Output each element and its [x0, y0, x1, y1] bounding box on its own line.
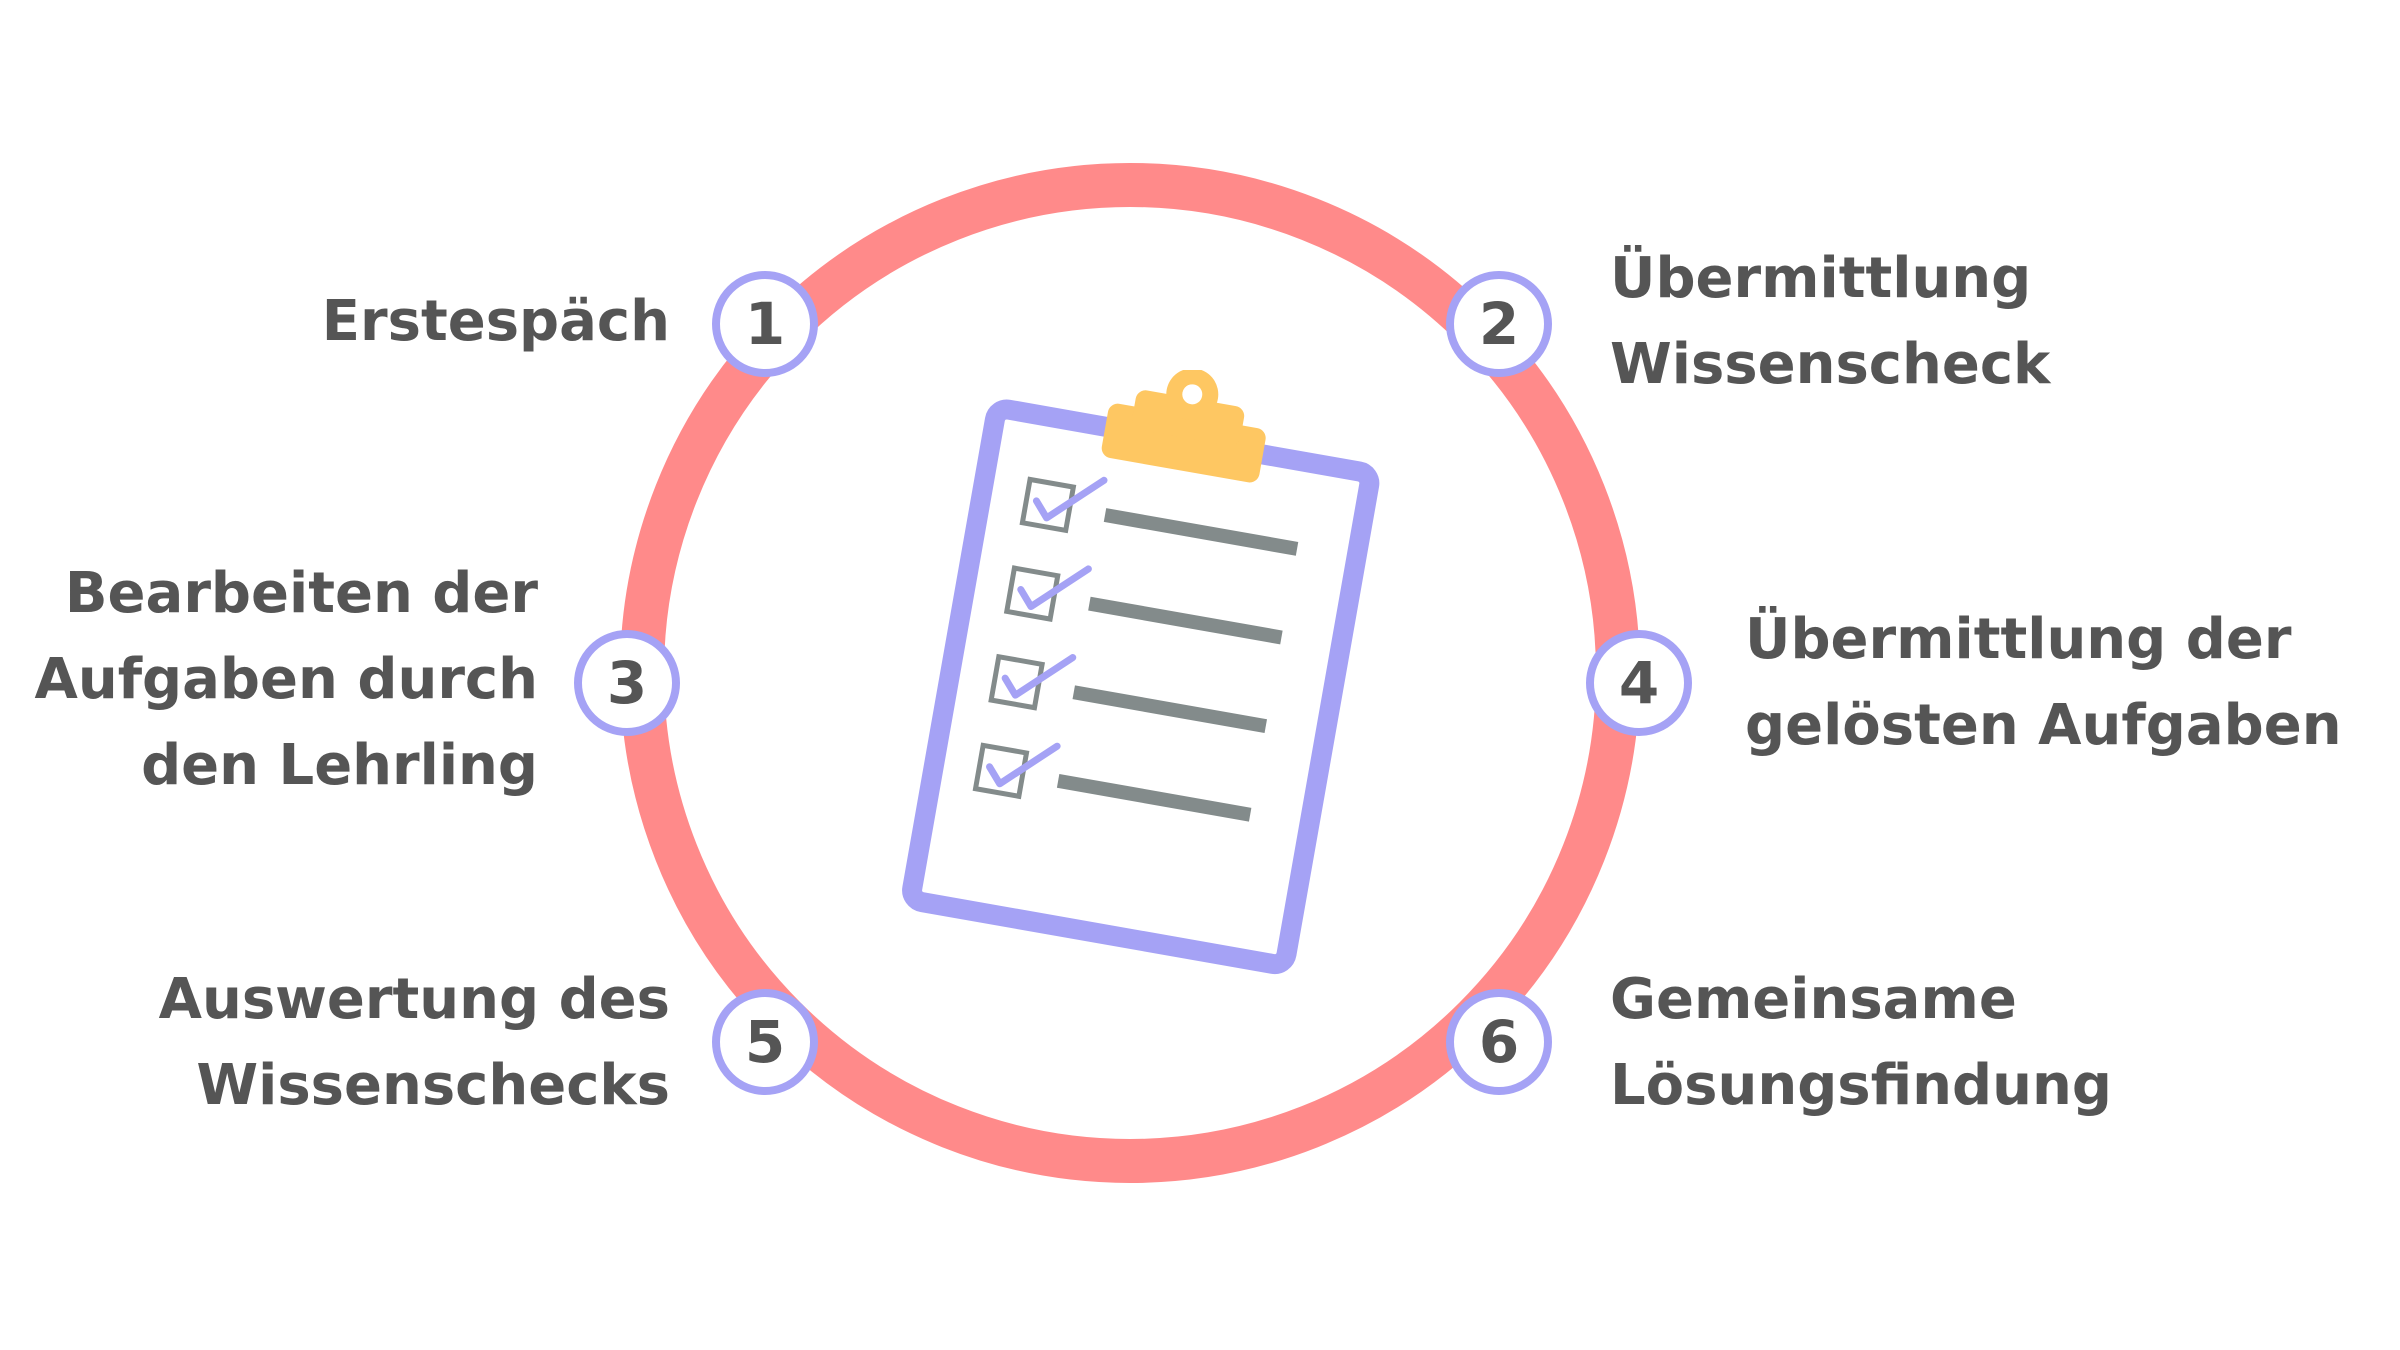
step-1-label: Erstespäch [321, 289, 670, 354]
step-5-number: 5 [712, 989, 818, 1095]
step-6-number: 6 [1446, 989, 1552, 1095]
step-6-label: Gemeinsame Lösungsfindung [1610, 967, 2112, 1118]
checklist-row [972, 742, 1252, 822]
step-3-number: 3 [574, 630, 680, 736]
step-1-number: 1 [712, 271, 818, 377]
clipboard-clip-hole [1182, 384, 1203, 405]
step-5-label: Auswertung des Wissenschecks [158, 967, 670, 1118]
checklist-row [1019, 476, 1299, 556]
checklist-row [1003, 565, 1283, 645]
step-2-label: Übermittlung Wissenscheck [1610, 246, 2051, 397]
step-4-label: Übermittlung der gelösten Aufgaben [1745, 607, 2342, 758]
clipboard-board [902, 399, 1380, 975]
checklist-row [988, 653, 1268, 734]
step-3-label: Bearbeiten der Aufgaben durch den Lehrli… [34, 561, 538, 798]
step-2-number: 2 [1446, 271, 1552, 377]
step-4-number: 4 [1586, 630, 1692, 736]
clipboard-checklist-icon [902, 370, 1380, 975]
